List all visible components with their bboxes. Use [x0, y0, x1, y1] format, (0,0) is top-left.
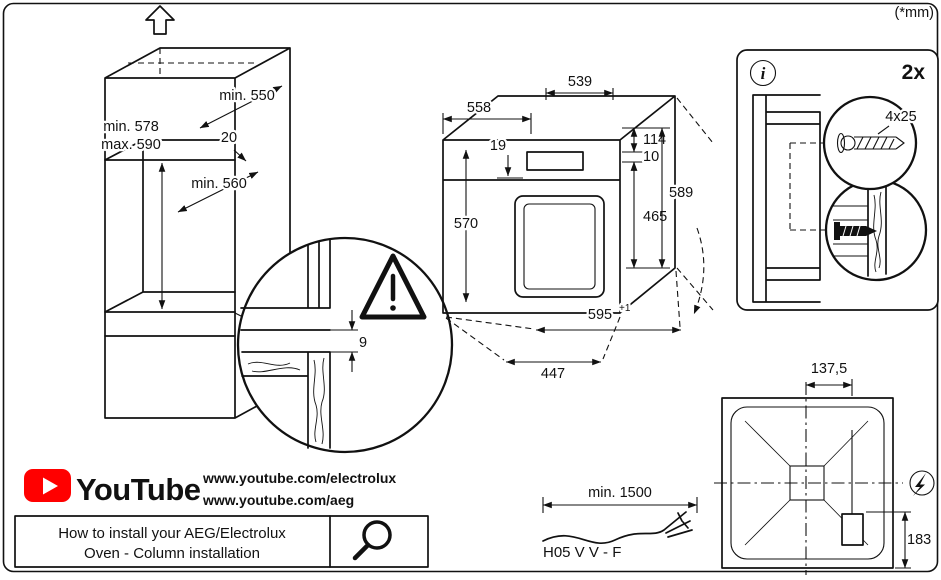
cabinet-corner-drawing: [752, 94, 821, 303]
dim-total-height: 589: [669, 185, 693, 201]
dim-cable-offset: 137,5: [811, 361, 847, 377]
dim-leader-20: [233, 149, 247, 162]
dim-vent-gap: 9: [359, 335, 367, 351]
cabinet-diagram: min. 550 20 min. 578 max. 590 min. 560: [99, 5, 291, 419]
projection-dashed-lines: [445, 97, 714, 361]
dim-niche-height-max: max. 590: [101, 137, 161, 153]
panel-cross-section: [240, 239, 331, 449]
cabinet-niche: [104, 139, 236, 337]
dim-line-550: [199, 85, 283, 129]
power-cable-diagram: min. 1500 H05 V V - F: [541, 483, 698, 563]
oven-door-window: [514, 195, 605, 298]
screw-shaft: [840, 226, 866, 236]
youtube-url-aeg: www.youtube.com/aeg: [202, 492, 354, 508]
screw-shaft-detail: [854, 136, 905, 150]
oven-diagram: 539 558 19 570 114 10 465 589 595 +1 447: [442, 72, 714, 384]
center-square: [789, 465, 825, 501]
cable-type-label: H05 V V - F: [543, 544, 621, 561]
vent-detail-circle: 9: [236, 236, 454, 454]
dim-panel-height: 114: [643, 132, 666, 148]
side-panel-grain: [873, 191, 882, 273]
rear-panel-diagram: 137,5 183: [714, 359, 935, 575]
cabinet-outline: [104, 47, 291, 419]
oven-door-window-inner: [523, 203, 596, 290]
screw-tip: [866, 226, 877, 236]
lightning-bolt-icon: [913, 473, 926, 496]
magnifier-leader-lines: [789, 142, 825, 231]
info-box-outline: [736, 49, 939, 311]
youtube-wordmark: YouTube: [76, 472, 201, 507]
cabinet-hidden-edges: [128, 48, 258, 78]
video-caption-box: [14, 515, 429, 568]
magnifier-handle: [352, 542, 371, 561]
corner-diagonals: [744, 420, 869, 546]
dim-frame-overlap: 19: [490, 138, 506, 154]
wood-grain: [247, 357, 325, 445]
dim-panel-gap: 10: [643, 149, 659, 165]
electric-warning-icon: [909, 470, 935, 496]
rear-panel-outline: [721, 397, 894, 569]
info-icon: [749, 59, 777, 87]
caption-line-1: How to install your AEG/Electrolux: [58, 525, 286, 542]
vent-up-arrow-icon: [145, 5, 175, 35]
screw-head: [834, 222, 840, 240]
screw-size-detail-circle: [822, 95, 918, 191]
dim-depth: 447: [541, 366, 565, 382]
oven-flange-lines: [833, 205, 868, 257]
terminal-box: [841, 513, 864, 546]
screw-threads: [842, 225, 861, 237]
centerlines: [714, 382, 903, 575]
units-note: (*mm): [895, 5, 934, 21]
caption-line-2: Oven - Column installation: [84, 545, 260, 562]
info-icon-glyph: i: [761, 64, 766, 83]
screw-drawing: 4x25: [836, 107, 919, 154]
cable-drawing: [542, 511, 693, 545]
dim-cable-length: min. 1500: [588, 485, 652, 501]
dim-door-height: 465: [643, 209, 667, 225]
youtube-section: YouTube www.youtube.com/electrolux www.y…: [14, 468, 429, 568]
screw-washer: [836, 132, 846, 154]
dim-rear-gap: 20: [221, 130, 237, 146]
dim-front-width: 595: [588, 307, 612, 323]
play-triangle-icon: [43, 477, 58, 495]
dim-front-width-tol: +1: [619, 303, 631, 314]
detail-circle-outline: [236, 236, 454, 454]
mounting-info-box: i 2x 4x25: [736, 49, 939, 311]
screw-size-leader: [877, 125, 890, 135]
dim-cable-height: 183: [907, 532, 931, 548]
dim-top-width: 539: [568, 74, 592, 90]
screw-quantity: 2x: [902, 61, 926, 84]
insert-arc-arrow: [693, 227, 705, 315]
dim-niche-height-min: min. 578: [103, 119, 159, 135]
screw-head-detail: [840, 135, 856, 151]
dim-depth-top: min. 550: [219, 88, 275, 104]
dim-line-560: [177, 171, 259, 213]
magnifier-icon: [362, 520, 392, 550]
youtube-url-electrolux: www.youtube.com/electrolux: [202, 470, 396, 486]
warning-exclamation-dot: [390, 305, 396, 311]
dim-body-width: 558: [467, 100, 491, 116]
rear-panel-inner: [730, 406, 885, 560]
screw-size-label: 4x25: [885, 109, 916, 125]
screw-fixing-drawing: [833, 183, 887, 277]
dim-body-height: 570: [454, 216, 478, 232]
dim-depth-bottom: min. 560: [191, 176, 247, 192]
